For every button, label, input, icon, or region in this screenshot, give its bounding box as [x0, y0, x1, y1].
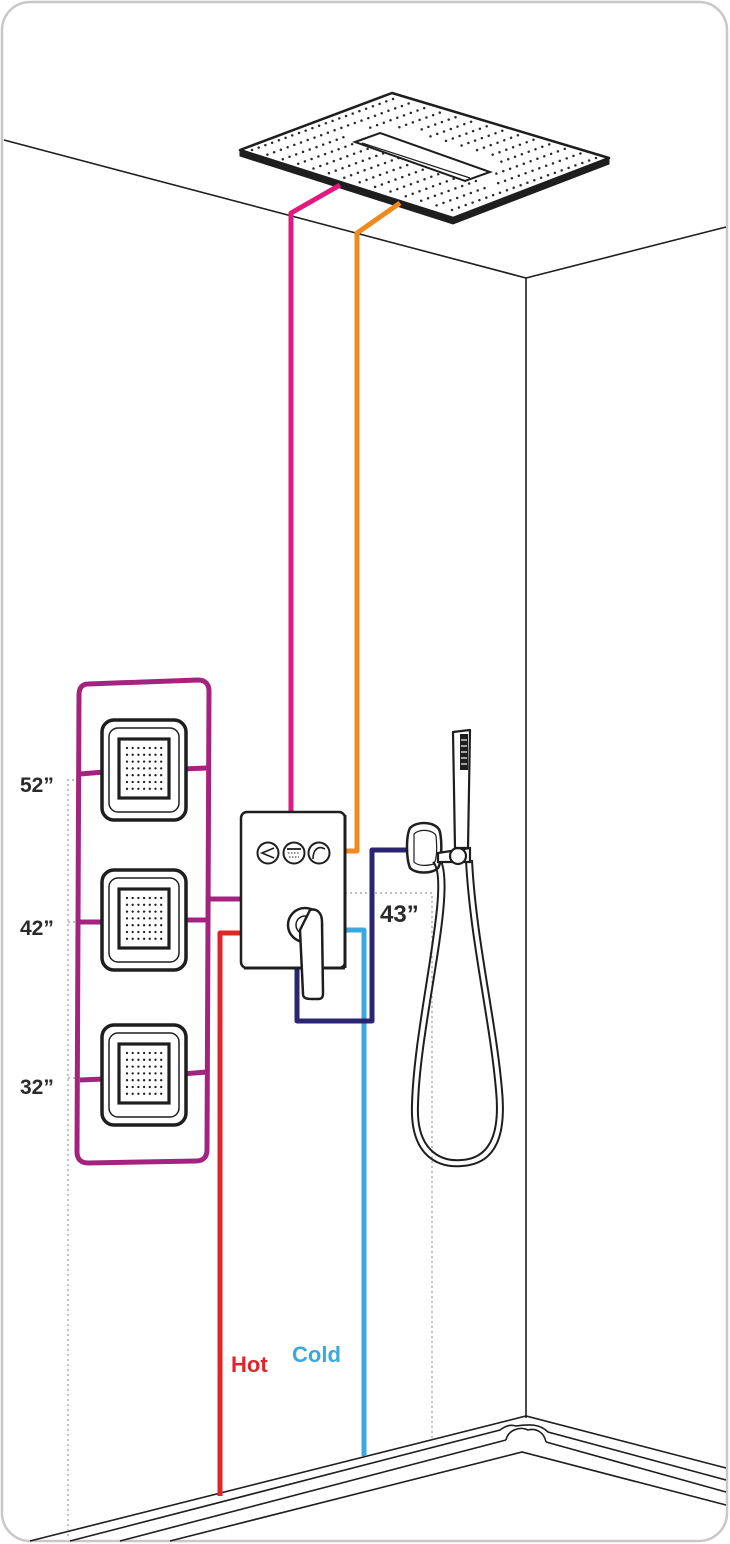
- rain-shower-icon[interactable]: [282, 841, 306, 865]
- hot-supply-pipe: [217, 930, 241, 1496]
- body-jet: [100, 1023, 188, 1127]
- jet-mid-height-label: 42”: [20, 917, 54, 940]
- handshower: [451, 728, 472, 850]
- body-jets: [100, 718, 188, 1127]
- handshower-wall-outlet: [405, 821, 443, 874]
- jet-top-height-label: 52”: [20, 774, 54, 797]
- cold-label: Cold: [292, 1342, 341, 1367]
- handshower-holder: [436, 846, 472, 866]
- body-jet: [100, 868, 188, 972]
- rain-shower-head: [238, 91, 611, 225]
- waterfall-slot: [352, 131, 493, 183]
- waterfall-icon[interactable]: [307, 841, 331, 865]
- hot-label: Hot: [231, 1352, 268, 1377]
- valve-trim-plate: [239, 810, 347, 970]
- cold-supply-pipe: [345, 927, 367, 1456]
- valve-lever-handle[interactable]: [286, 906, 325, 1001]
- waterfall-feed-pipe: [345, 200, 402, 854]
- handshower-icon[interactable]: [256, 841, 280, 865]
- rain-feed-pipe: [288, 182, 342, 812]
- rain-nozzle-dots: [250, 97, 598, 212]
- room-walls: [3, 139, 727, 1418]
- jet-bottom-height-label: 32”: [20, 1076, 54, 1099]
- handshower-height-label: 43”: [380, 901, 419, 928]
- handshower-hose: [410, 855, 504, 1168]
- pipes: [207, 182, 410, 1496]
- handshower-feed-pipe: [294, 847, 410, 1024]
- body-jet: [100, 718, 188, 822]
- shower-base: [29, 1415, 727, 1542]
